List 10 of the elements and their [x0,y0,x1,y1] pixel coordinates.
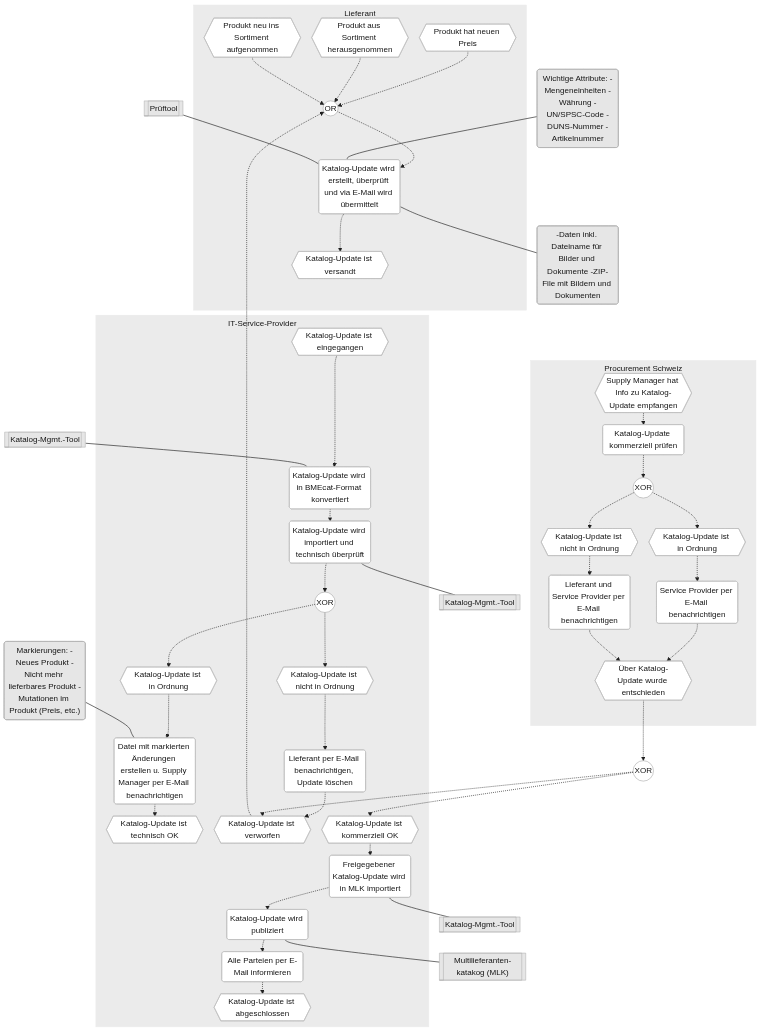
node-circle: XOR [314,591,336,613]
node-circle: XOR [632,760,654,782]
connector [346,116,538,161]
connector [85,702,135,739]
connector [284,939,440,963]
connector [399,206,538,254]
node-circle: XOR [632,477,654,499]
connector [182,114,320,165]
connector [85,442,308,468]
node-circle: OR [322,100,339,117]
